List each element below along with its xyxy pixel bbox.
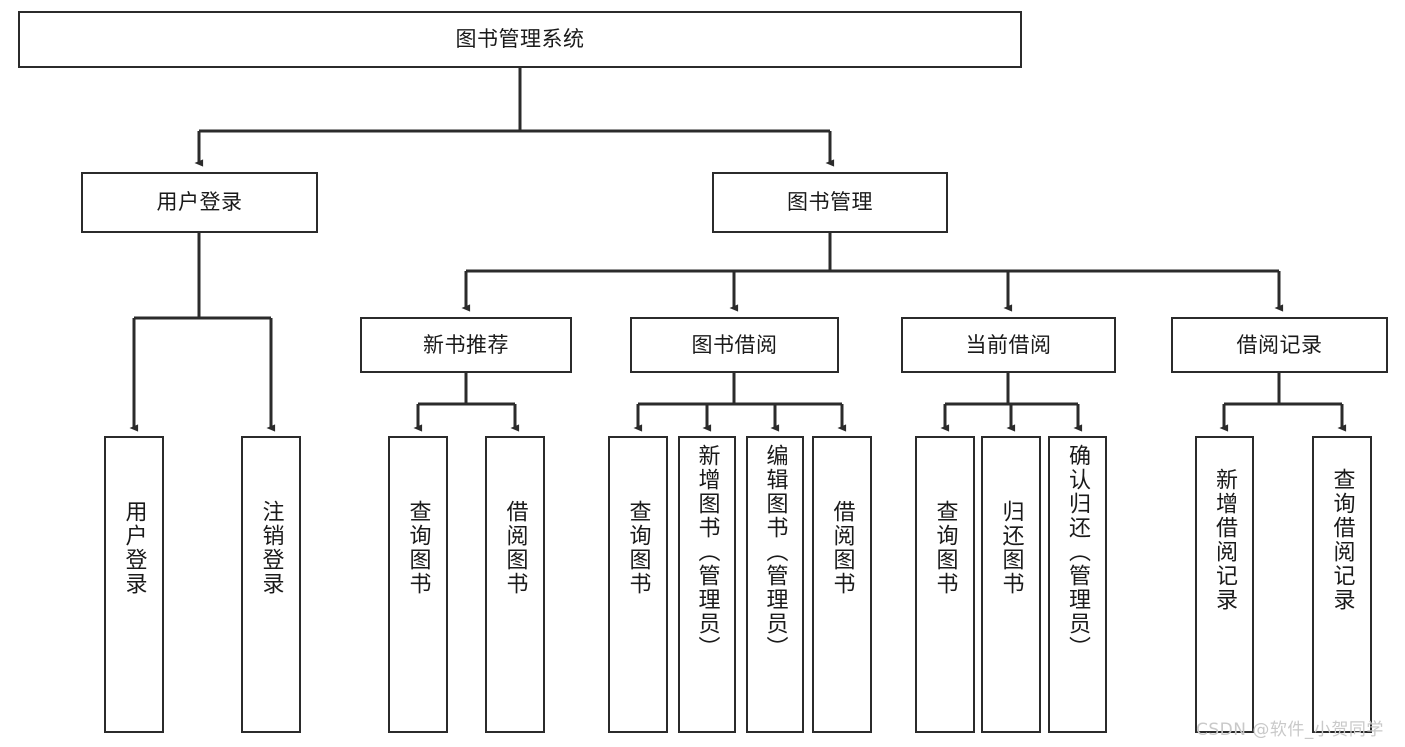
leaf-current-query-book[interactable]: 查询图书 (915, 436, 975, 733)
node-label: 新书推荐 (423, 332, 509, 357)
leaf-record-query[interactable]: 查询借阅记录 (1312, 436, 1372, 733)
node-borrow-record[interactable]: 借阅记录 (1171, 317, 1388, 373)
leaf-new-book-query[interactable]: 查询图书 (388, 436, 448, 733)
node-label: 新增借阅记录 (1212, 468, 1238, 612)
leaf-current-confirm-return-admin[interactable]: 确认归还（管理员） (1048, 436, 1107, 733)
node-current-borrow[interactable]: 当前借阅 (901, 317, 1116, 373)
node-label: 用户登录 (121, 500, 147, 596)
leaf-borrow-borrow-book[interactable]: 借阅图书 (812, 436, 872, 733)
node-label: 图书管理系统 (455, 27, 585, 52)
leaf-borrow-add-book-admin[interactable]: 新增图书（管理员） (678, 436, 736, 733)
leaf-borrow-edit-book-admin[interactable]: 编辑图书（管理员） (746, 436, 804, 733)
node-label: 确认归还（管理员） (1065, 444, 1091, 660)
node-label: 查询图书 (405, 500, 431, 596)
csdn-watermark: CSDN @软件_小贺同学 (1196, 720, 1384, 740)
node-book-borrow[interactable]: 图书借阅 (630, 317, 839, 373)
leaf-user-logout[interactable]: 注销登录 (241, 436, 301, 733)
node-label: 图书借阅 (691, 332, 778, 357)
node-label: 编辑图书（管理员） (762, 444, 788, 660)
node-label: 图书管理 (787, 190, 873, 215)
node-label: 当前借阅 (965, 332, 1052, 357)
node-label: 借阅图书 (829, 500, 855, 596)
node-new-book-recommend[interactable]: 新书推荐 (360, 317, 572, 373)
node-root-system[interactable]: 图书管理系统 (18, 11, 1022, 68)
node-label: 借阅图书 (502, 500, 528, 596)
leaf-new-book-borrow[interactable]: 借阅图书 (485, 436, 545, 733)
node-label: 查询图书 (932, 500, 958, 596)
node-label: 新增图书（管理员） (694, 444, 720, 660)
leaf-current-return-book[interactable]: 归还图书 (981, 436, 1041, 733)
node-label: 归还图书 (998, 500, 1024, 596)
node-book-management[interactable]: 图书管理 (712, 172, 948, 233)
leaf-borrow-query-book[interactable]: 查询图书 (608, 436, 668, 733)
node-label: 用户登录 (156, 190, 243, 215)
node-user-login[interactable]: 用户登录 (81, 172, 318, 233)
node-label: 借阅记录 (1236, 332, 1323, 357)
leaf-user-login-do[interactable]: 用户登录 (104, 436, 164, 733)
leaf-record-add[interactable]: 新增借阅记录 (1195, 436, 1254, 733)
node-label: 注销登录 (258, 500, 284, 596)
node-label: 查询借阅记录 (1329, 468, 1355, 612)
node-label: 查询图书 (625, 500, 651, 596)
